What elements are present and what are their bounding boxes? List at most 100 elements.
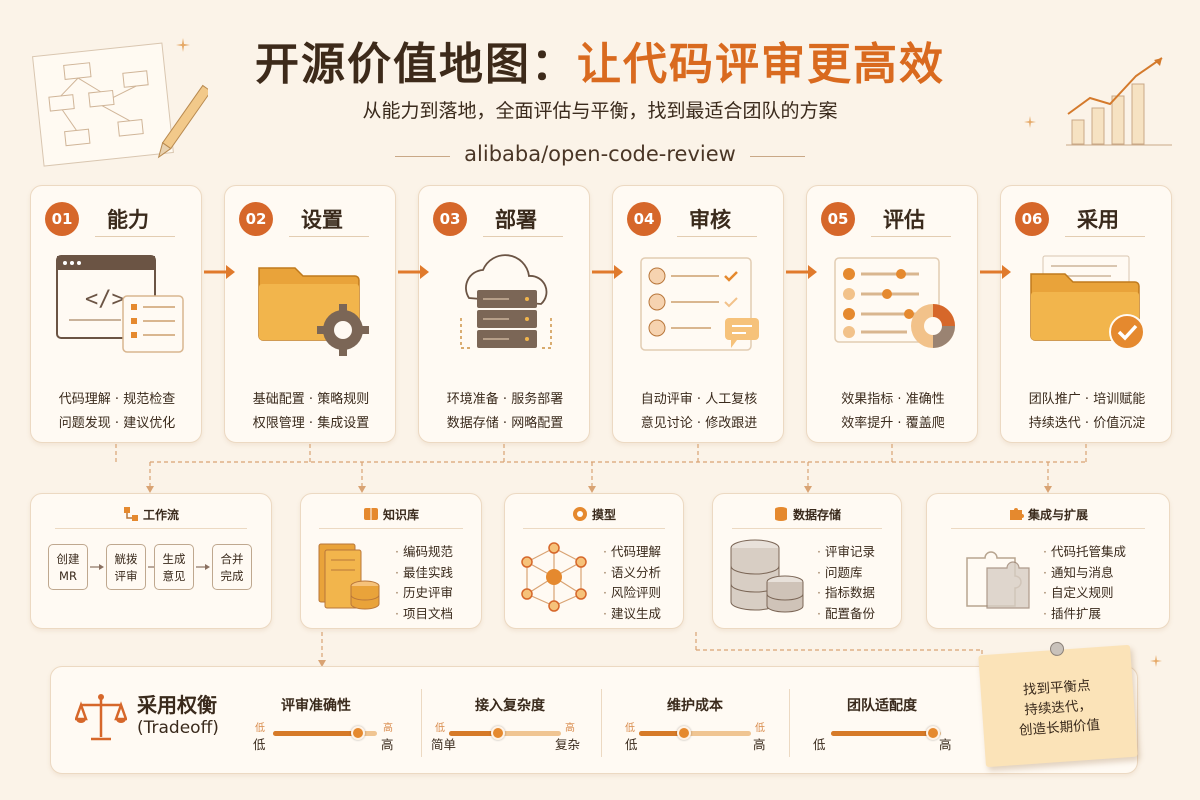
list-item: 自定义规则 [1043,583,1126,604]
module-knowledge-base: 知识库 编码规范 最佳实践 历史评审 项目文档 [300,493,482,629]
network-graph-icon [521,542,587,612]
step-feature-line-1: 团队推广 · 培训赋能 [1028,392,1146,407]
list-item: 代码理解 [603,542,661,563]
arrow-right-icon [90,564,104,570]
step-feature-line-1: 效果指标 · 准确性 [841,392,945,407]
workflow-step-generate-comments: 生成意见 [154,544,194,590]
slider-max-ghost: 低 [755,723,765,734]
step-feature-line-2: 效率提升 · 覆盖爬 [841,416,945,431]
workflow-icon [123,507,138,521]
step-name: 设置 [301,208,343,232]
step-card-deploy: 03 部署 环境准备 · 服务部署 数据存储 · 网略配置 [418,185,590,443]
connector-lines [115,444,1087,493]
module-item-list: 代码理解 语义分析 风险评则 建议生成 [603,542,661,624]
sticky-note-text: 找到平衡点 持续迭代， 创造长期价值 [990,673,1126,742]
step-number: 05 [821,202,855,236]
books-database-icon [318,543,380,610]
page-subtitle: 从能力到落地，全面评估与平衡，找到最适合团队的方案 [362,100,838,122]
module-divider [522,528,666,529]
arrow-right-icon [592,265,623,279]
slider-min-ghost: 低 [435,723,445,734]
slider-label-maintenance: 维护成本 [667,698,723,714]
tradeoff-title: 采用权衡 [137,693,217,717]
list-item: 评审记录 [817,542,875,563]
slider-label-accuracy: 评审准确性 [281,698,351,714]
module-divider [951,528,1145,529]
folder-check-icon [1030,255,1145,350]
slider-min-label: 低 [625,737,638,752]
wf-line1: 创建 [56,552,80,566]
list-item: 通知与消息 [1043,563,1126,584]
step-number: 03 [433,202,467,236]
sliders-pie-icon [834,257,955,348]
module-header: 集成与扩展 [927,506,1169,523]
step-card-review: 04 审核 自动评审 · 人工复核 意见讨论 · 修改跟进 [612,185,784,443]
folder-gear-icon [258,267,369,356]
wf-line1: 觥拨 [114,552,138,566]
slider-complexity[interactable] [449,726,561,740]
module-title: 集成与扩展 [1027,508,1088,522]
module-title: 数据存储 [792,508,841,522]
slider-max-label: 复杂 [555,737,581,752]
step-name-underline [677,236,757,237]
step-card-setup: 02 设置 基础配置 · 策略规则 权限管理 · 集成设置 [224,185,396,443]
list-item: 建议生成 [603,604,661,625]
step-feature-line-2: 数据存储 · 网略配置 [446,416,564,431]
slider-max-ghost: 高 [565,723,575,734]
growth-chart-sketch-icon [1066,57,1172,146]
arrow-right-icon [980,265,1011,279]
step-feature-line-2: 问题发现 · 建议优化 [58,416,176,431]
slider-knob[interactable] [926,726,941,740]
slider-accuracy[interactable] [273,726,377,740]
repo-divider-left [395,156,450,157]
step-name-underline [95,236,175,237]
wf-line2: 完成 [220,569,244,583]
wf-line2: 意见 [162,569,186,583]
sticky-note: 找到平衡点 持续迭代， 创造长期价值 [978,641,1138,768]
slider-min-label: 低 [813,737,826,752]
tradeoff-divider [789,689,790,757]
slider-knob[interactable] [351,726,366,740]
slider-team-fit[interactable] [831,726,941,740]
slider-label-team-fit: 团队适配度 [847,698,917,714]
step-number: 06 [1015,202,1049,236]
slider-knob[interactable] [491,726,506,740]
slider-min-ghost: 低 [625,723,635,734]
slider-fill [273,731,359,736]
module-item-list: 评审记录 问题库 指标数据 配置备份 [817,542,875,624]
knowledge-icon [363,508,378,520]
slider-maintenance[interactable] [639,726,751,740]
list-item: 语义分析 [603,563,661,584]
flowchart-sketch-icon [32,42,208,167]
module-header: 知识库 [301,506,481,523]
slider-knob[interactable] [676,726,691,740]
step-card-evaluate: 05 评估 效果指标 · 准确性 效率提升 · 覆盖爬 [806,185,978,443]
code-window-checklist-icon: </> [56,255,184,353]
step-card-adopt: 06 采用 团队推广 · 培训赋能 持续迭代 · 价值沉淀 [1000,185,1172,443]
slider-max-ghost: 高 [383,723,393,734]
step-feature-line-1: 环境准备 · 服务部署 [446,392,564,407]
step-number: 01 [45,202,79,236]
puzzle-icon [1009,508,1024,520]
step-name-underline [289,236,369,237]
step-feature-line-1: 基础配置 · 策略规则 [252,392,370,407]
step-name-underline [1065,236,1145,237]
database-stack-icon [730,539,804,613]
step-feature-line-2: 持续迭代 · 价值沉淀 [1028,416,1146,431]
list-item: 配置备份 [817,604,875,625]
module-title: 工作流 [142,508,179,522]
list-item: 历史评审 [395,583,453,604]
module-header: 工作流 [31,506,271,523]
module-model: 摸型 代码理解 语义分析 风险评则 建议生成 [504,493,684,629]
step-feature-line-2: 权限管理 · 集成设置 [252,416,370,431]
note-line-1: 找到平衡点 [1022,677,1091,699]
slider-fill [449,731,499,736]
balance-scale-icon [75,694,127,741]
arrow-right-icon [786,265,817,279]
repo-name: alibaba/open-code-review [464,142,736,166]
list-item: 风险评则 [603,583,661,604]
step-number: 04 [627,202,661,236]
step-name-underline [871,236,951,237]
module-header: 摸型 [505,506,683,523]
